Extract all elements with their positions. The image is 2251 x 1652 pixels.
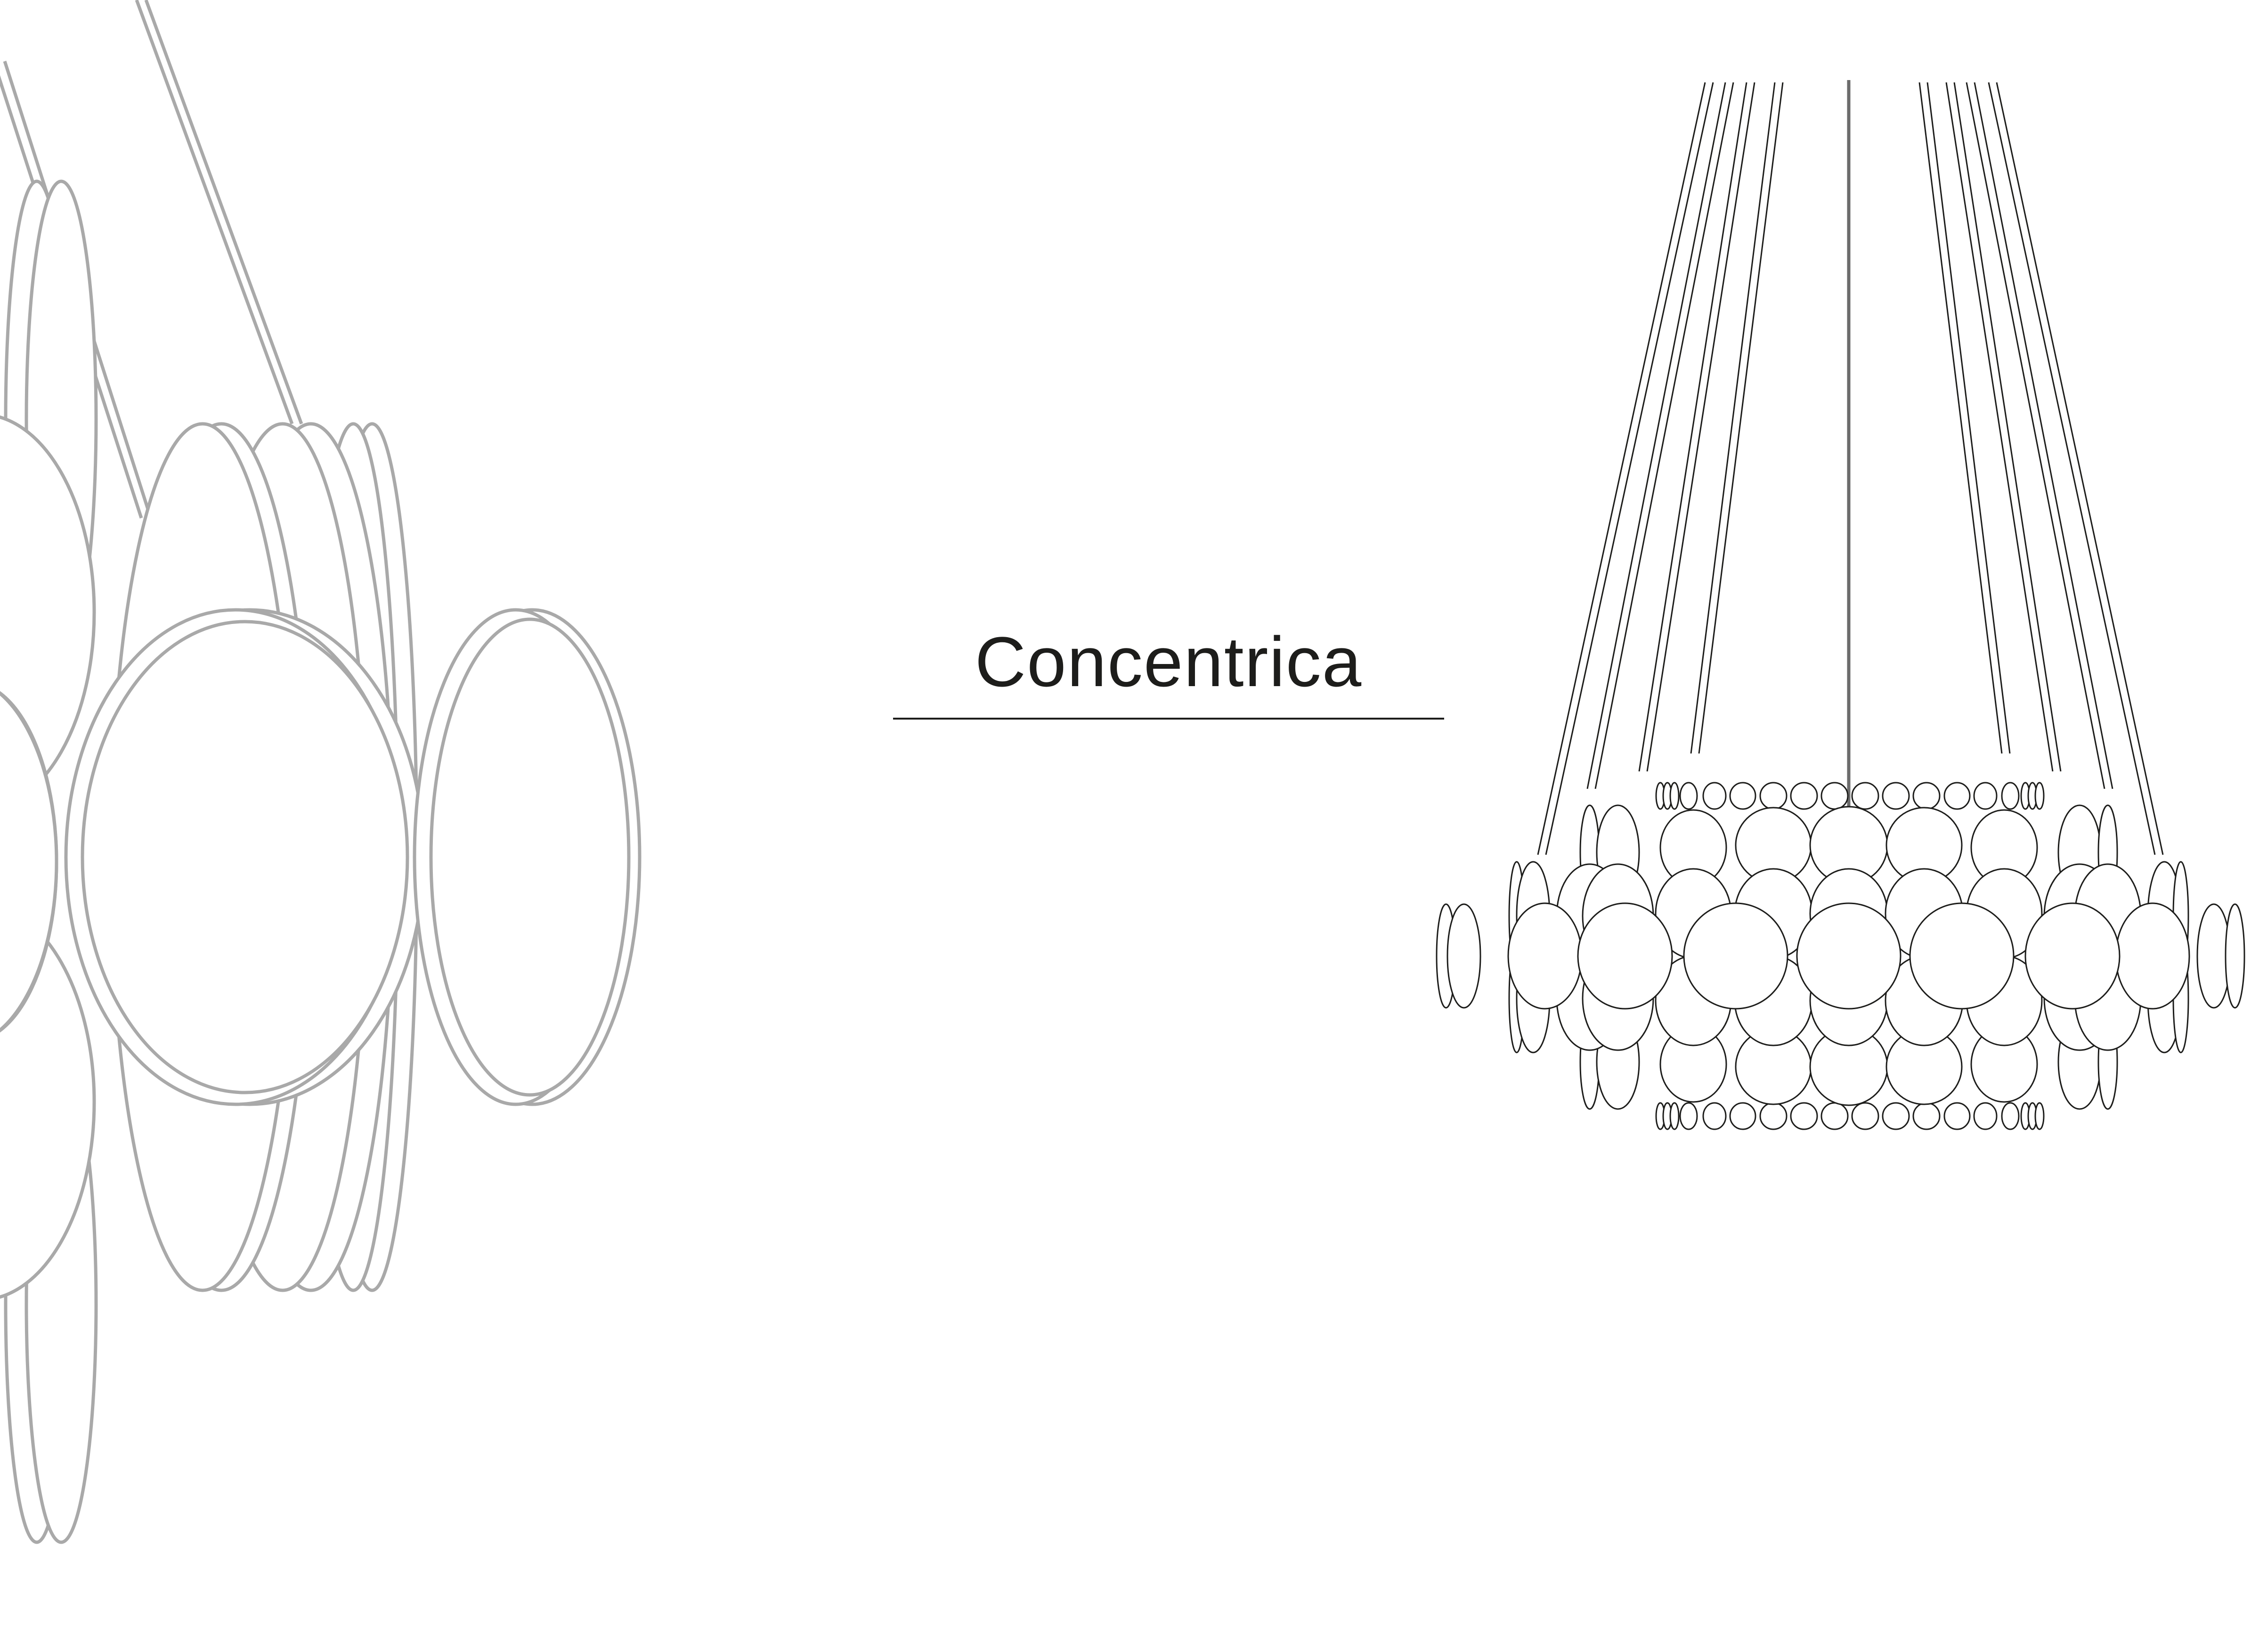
chandelier-closeup-illustration <box>0 0 642 1544</box>
chandelier-illustration <box>1436 80 2245 1130</box>
title-underline <box>893 718 1444 720</box>
page-title: Concentrica <box>975 622 1363 701</box>
title-block: Concentrica <box>893 626 1444 720</box>
